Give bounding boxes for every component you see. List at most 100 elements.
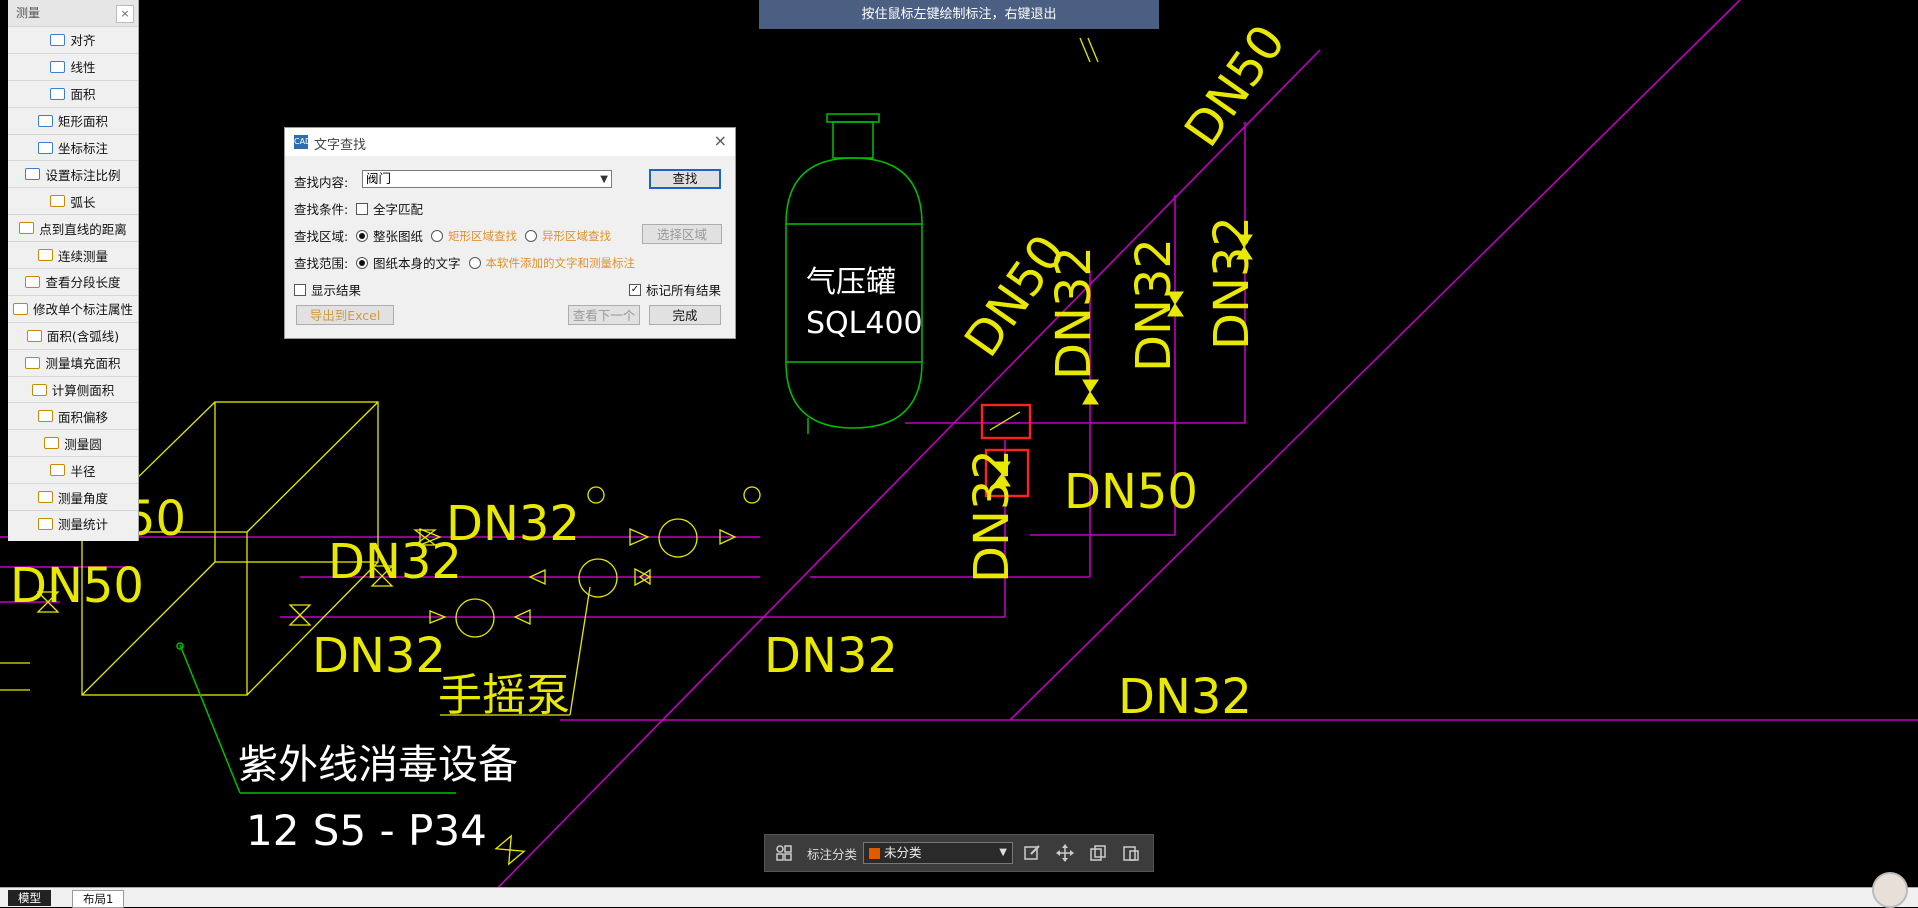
measure-item-area[interactable]: 面积: [8, 79, 138, 107]
measure-item-scale[interactable]: 设置标注比例: [8, 160, 138, 187]
label-tank-model: SQL400: [806, 306, 923, 341]
circle-measure-icon: [44, 437, 60, 450]
scope-label: 查找范围:: [294, 256, 349, 271]
tab-layout1[interactable]: 布局1: [72, 890, 125, 908]
area-label: 查找区域:: [294, 229, 349, 244]
search-result-marks: [980, 403, 1032, 498]
area-icon: [50, 87, 66, 100]
arc-area-icon: [26, 329, 42, 342]
rect-area-icon: [37, 114, 53, 127]
area-radio-irregular[interactable]: [525, 229, 538, 242]
measure-item-continuous[interactable]: 连续测量: [8, 241, 138, 268]
label-hand-pump: 手摇泵: [438, 670, 570, 721]
tab-model[interactable]: 模型: [8, 890, 51, 906]
align-measure-icon: [50, 33, 66, 46]
area-option-irregular: 异形区域查找: [542, 228, 612, 243]
coordinate-icon: [37, 141, 53, 154]
scope-radio-drawing[interactable]: [356, 256, 368, 269]
measure-item-fill-area[interactable]: 测量填充面积: [8, 348, 138, 376]
measure-item-coordinate[interactable]: 坐标标注: [8, 133, 138, 161]
export-excel-button[interactable]: 导出到Excel: [296, 305, 394, 325]
content-label: 查找内容:: [294, 175, 349, 190]
measure-item-align[interactable]: 对齐: [8, 26, 138, 53]
area-radio-whole[interactable]: [356, 229, 368, 242]
scope-option-drawing: 图纸本身的文字: [373, 256, 461, 271]
label-dn50-mid: DN50: [1064, 464, 1198, 520]
measure-item-angle[interactable]: 测量角度: [8, 483, 138, 510]
label-dn32-a: DN32: [1046, 246, 1102, 380]
fill-area-icon: [25, 356, 41, 369]
linear-measure-icon: [50, 60, 66, 73]
label-dn32-c: DN32: [1204, 216, 1260, 350]
measure-item-segment[interactable]: 查看分段长度: [8, 268, 138, 295]
continuous-measure-icon: [37, 249, 53, 262]
paste-icon[interactable]: [1122, 844, 1140, 862]
annotation-category-select[interactable]: 未分类 ▼: [863, 842, 1013, 864]
scope-radio-software[interactable]: [468, 256, 481, 269]
show-results-label: 显示结果: [311, 283, 362, 298]
search-result-mark-2[interactable]: [984, 448, 1030, 498]
dialog-title: 文字查找: [314, 138, 367, 153]
show-results-checkbox[interactable]: [294, 283, 306, 296]
label-dn50-left: DN50: [10, 558, 144, 614]
area-option-rect: 矩形区域查找: [448, 228, 518, 243]
move-icon[interactable]: [1056, 844, 1074, 862]
copy-icon[interactable]: [1089, 844, 1107, 862]
category-color-swatch: [869, 848, 880, 859]
measure-item-radius[interactable]: 半径: [8, 456, 138, 483]
area-offset-icon: [37, 410, 53, 423]
measure-item-area-offset[interactable]: 面积偏移: [8, 402, 138, 429]
label-dn32-vert: DN32: [964, 449, 1020, 583]
label-dn32-b: DN32: [1126, 238, 1182, 372]
segment-length-icon: [25, 275, 41, 288]
measure-item-arc[interactable]: 弧长: [8, 187, 138, 214]
dialog-titlebar[interactable]: CAD 文字查找 ×: [285, 128, 735, 156]
done-button[interactable]: 完成: [649, 305, 721, 325]
measure-panel: 测量 × 对齐 线性 面积 矩形面积 坐标标注 设置标注比例 弧长 点到直线的距…: [8, 0, 139, 541]
stats-icon: [37, 517, 53, 530]
annotation-toolbar: 标注分类 未分类 ▼: [764, 834, 1154, 872]
measure-panel-title: 测量 ×: [8, 0, 138, 26]
label-uv-device: 紫外线消毒设备: [238, 742, 518, 788]
app-logo-icon: CAD: [294, 135, 311, 149]
label-uv-ref: 12 S5 - P34: [246, 806, 487, 855]
label-dn32-left-mid: DN32: [328, 534, 462, 590]
edit-icon[interactable]: [1023, 844, 1041, 862]
find-button[interactable]: 查找: [649, 169, 721, 189]
measure-item-point-line[interactable]: 点到直线的距离: [8, 214, 138, 241]
whole-match-checkbox[interactable]: [356, 202, 368, 215]
filled-valves: [992, 234, 1253, 487]
point-line-icon: [19, 222, 35, 235]
search-input[interactable]: 阀门 ▼: [362, 170, 612, 188]
label-tank-name: 气压罐: [806, 265, 896, 300]
annotation-category-label: 标注分类: [807, 846, 858, 862]
measure-item-stats[interactable]: 测量统计: [8, 510, 138, 537]
pressure-tank-drawing: [176, 113, 923, 794]
area-option-whole: 整张图纸: [373, 229, 424, 244]
uv-device-drawing: [0, 37, 1099, 716]
next-result-button[interactable]: 查看下一个: [568, 305, 640, 325]
search-result-mark-1[interactable]: [980, 403, 1032, 440]
close-icon[interactable]: ×: [713, 131, 727, 150]
select-area-button[interactable]: 选择区域: [642, 224, 722, 244]
mark-all-label: 标记所有结果: [646, 283, 722, 298]
angle-icon: [37, 491, 53, 504]
avatar[interactable]: [1872, 872, 1908, 908]
mark-all-checkbox[interactable]: ✓: [629, 283, 641, 296]
label-dn32-center: DN32: [764, 628, 898, 684]
measure-item-edit-attr[interactable]: 修改单个标注属性: [8, 294, 138, 322]
condition-label: 查找条件:: [294, 202, 349, 217]
chevron-down-icon[interactable]: ▼: [600, 174, 608, 185]
chevron-down-icon[interactable]: ▼: [999, 847, 1007, 858]
measure-item-arc-area[interactable]: 面积(含弧线): [8, 321, 138, 349]
close-icon[interactable]: ×: [116, 5, 134, 23]
measure-item-rect-area[interactable]: 矩形面积: [8, 106, 138, 134]
side-area-icon: [31, 383, 47, 396]
area-radio-rect[interactable]: [431, 229, 444, 242]
measure-item-linear[interactable]: 线性: [8, 52, 138, 80]
measure-item-circle[interactable]: 测量圆: [8, 429, 138, 456]
valve-symbols: [36, 486, 761, 866]
category-grid-icon[interactable]: [775, 844, 793, 862]
measure-item-side-area[interactable]: 计算侧面积: [8, 375, 138, 403]
